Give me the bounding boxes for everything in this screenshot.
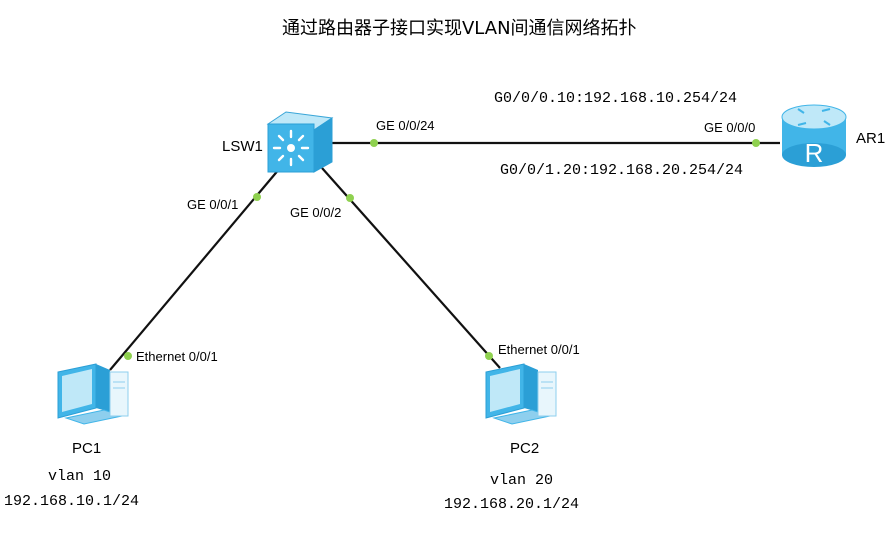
pc1-name-label: PC1	[72, 440, 102, 457]
interface-label-ge001: GE 0/0/1	[187, 197, 239, 212]
switch-name-label: LSW1	[222, 138, 263, 155]
interface-label-pc2-eth: Ethernet 0/0/1	[498, 342, 580, 357]
router-icon[interactable]: R	[781, 104, 847, 168]
port-dot-pc1-eth	[124, 352, 132, 360]
pc-icon[interactable]	[57, 363, 129, 425]
svg-text:R: R	[805, 138, 824, 168]
port-dot-lsw1-ge002	[346, 194, 354, 202]
pc2-ip-label: 192.168.20.1/24	[444, 496, 580, 513]
pc1-vlan-label: vlan 10	[48, 468, 112, 485]
interface-label-ge002: GE 0/0/2	[290, 205, 342, 220]
link-lsw1-pc1	[109, 167, 281, 371]
interface-label-ge024: GE 0/0/24	[376, 118, 435, 133]
diagram-title: 通过路由器子接口实现VLAN间通信网络拓扑	[282, 18, 637, 39]
subinterface-label-10: G0/0/0.10:192.168.10.254/24	[494, 90, 738, 107]
pc2-vlan-label: vlan 20	[490, 472, 554, 489]
l3-switch-icon[interactable]	[266, 111, 334, 173]
pc1-ip-label: 192.168.10.1/24	[4, 493, 140, 510]
pc-icon[interactable]	[485, 363, 557, 425]
interface-label-pc1-eth: Ethernet 0/0/1	[136, 349, 218, 364]
port-dot-ar1-ge000	[752, 139, 760, 147]
port-dot-lsw1-ge024	[370, 139, 378, 147]
interface-label-ge000: GE 0/0/0	[704, 120, 756, 135]
port-dot-pc2-eth	[485, 352, 493, 360]
subinterface-label-20: G0/0/1.20:192.168.20.254/24	[500, 162, 744, 179]
router-name-label: AR1	[856, 130, 886, 147]
port-dot-lsw1-ge001	[253, 193, 261, 201]
pc2-name-label: PC2	[510, 440, 540, 457]
